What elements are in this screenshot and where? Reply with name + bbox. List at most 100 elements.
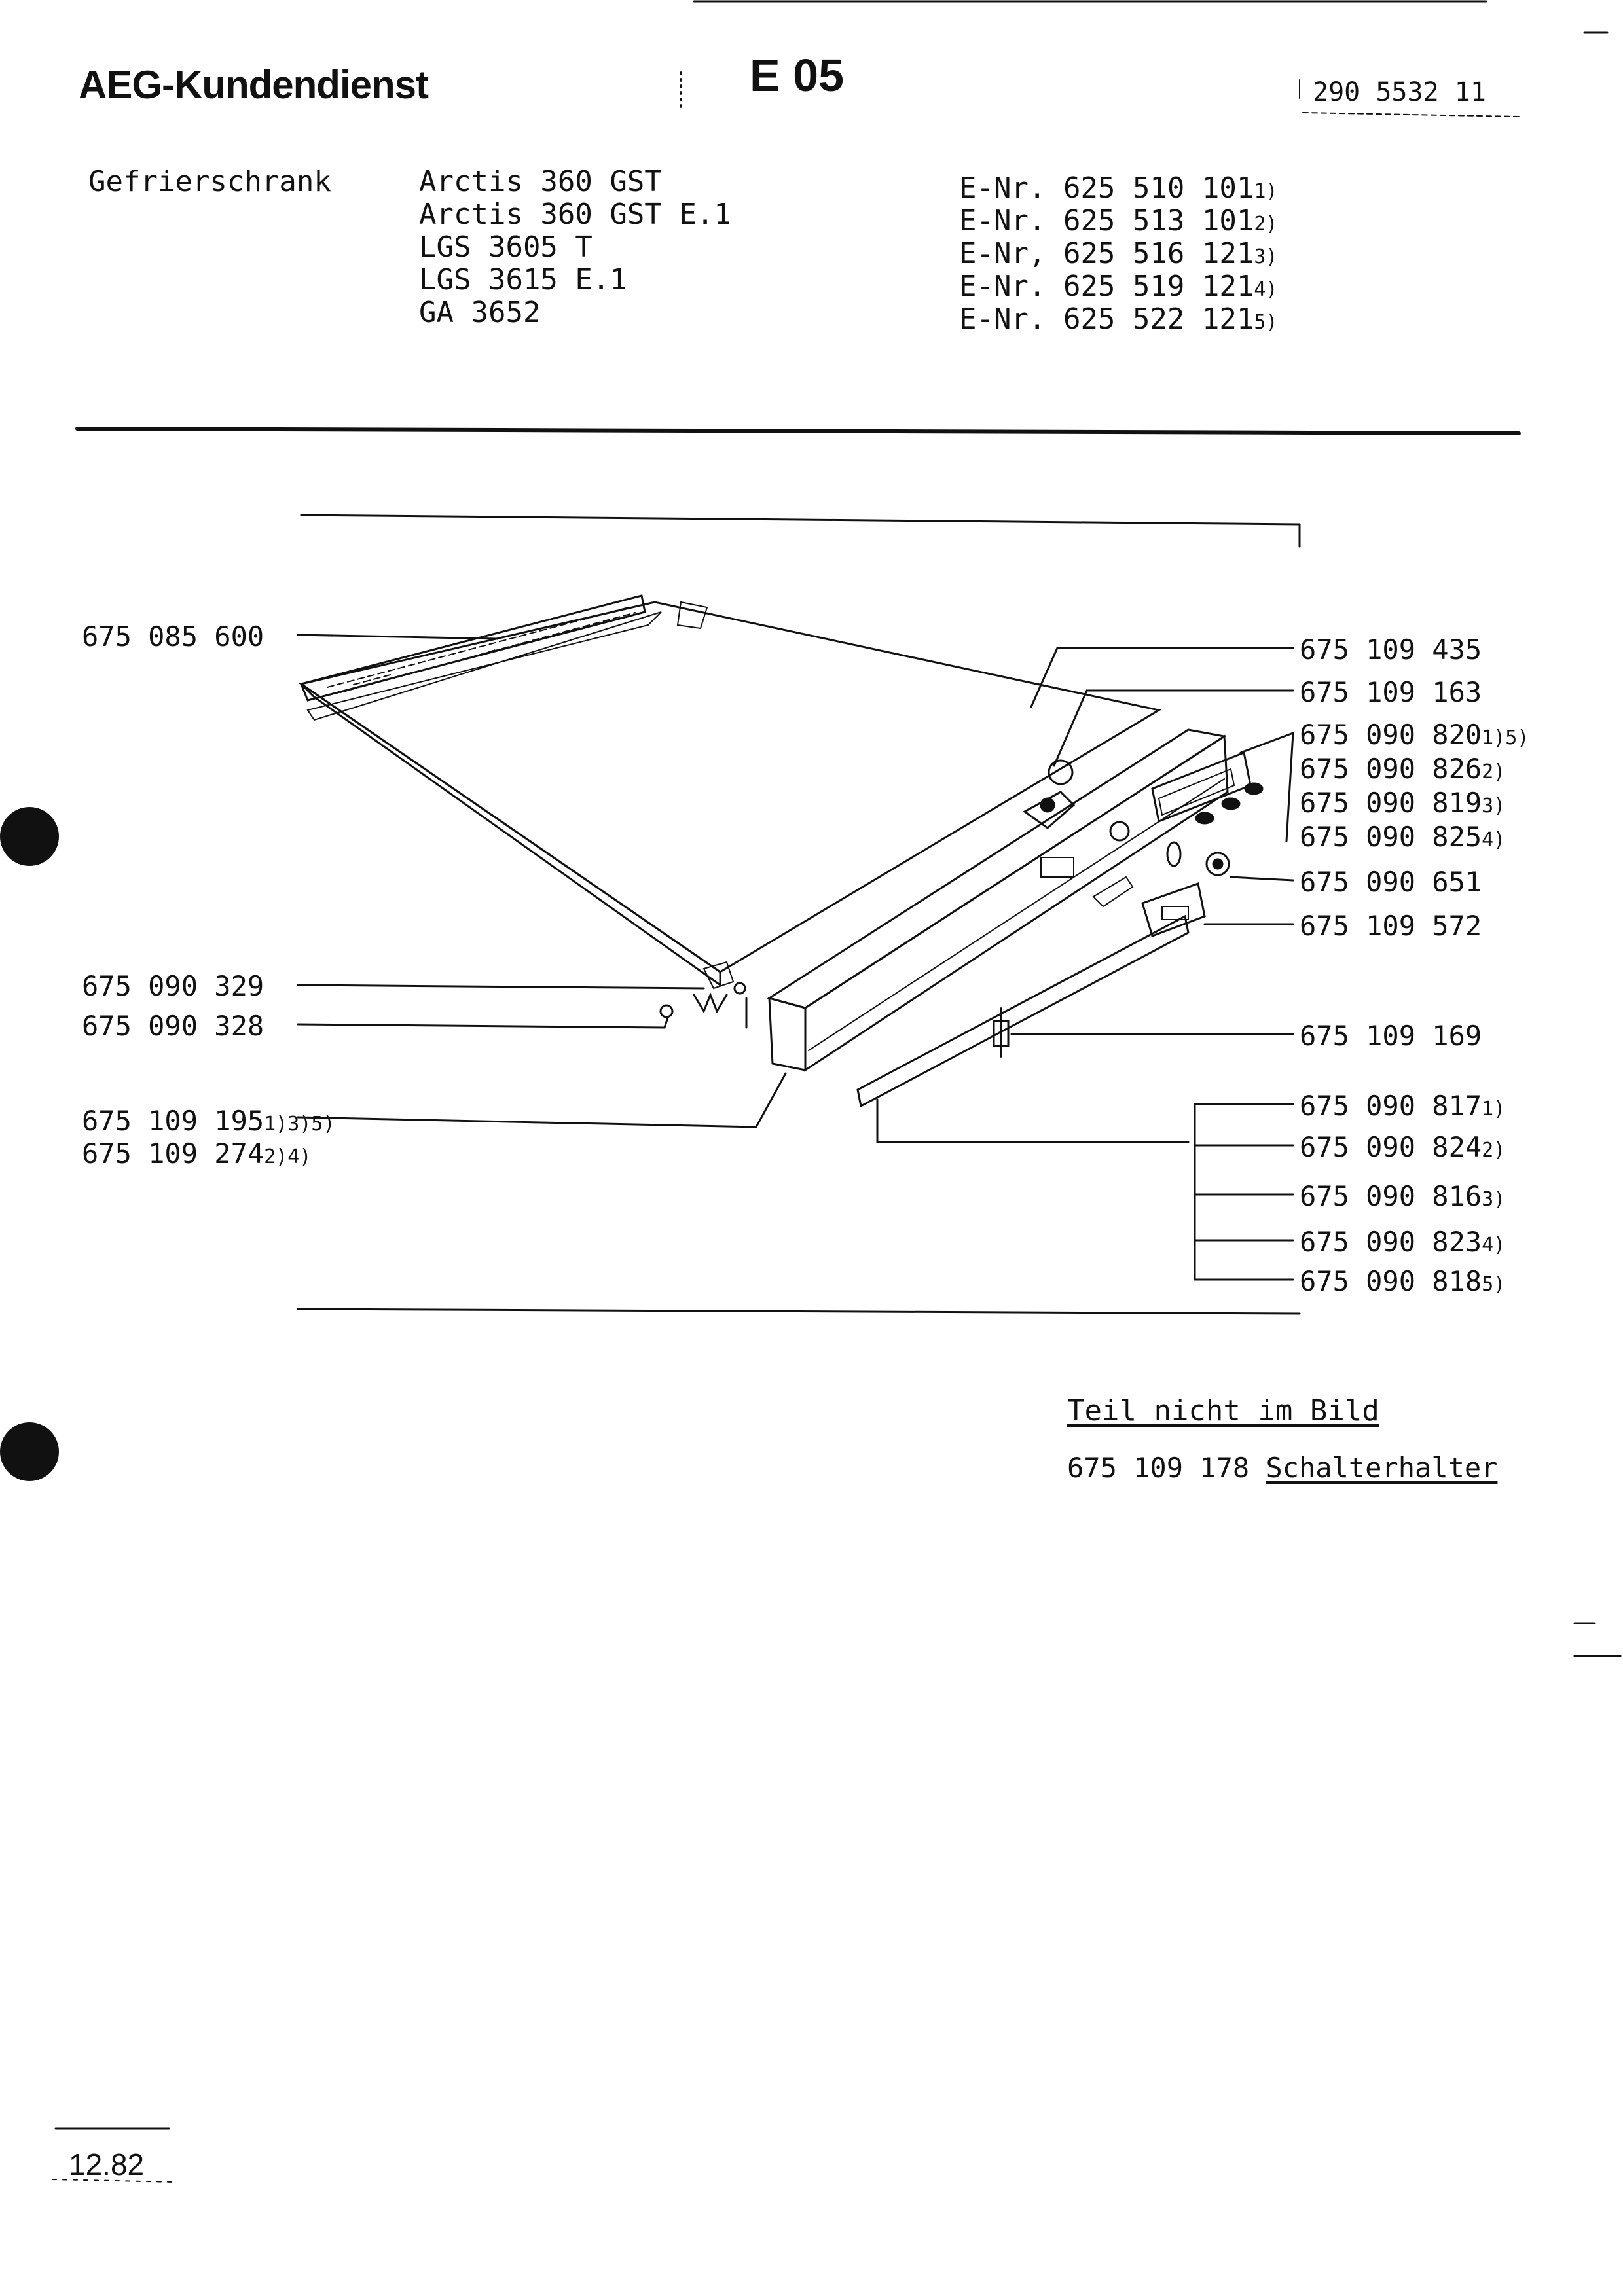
footnote-ref: 2) [1482, 1139, 1506, 1162]
rail-end-cap [676, 601, 708, 630]
diagram-top-rule [300, 514, 1301, 526]
e-number-prefix: E-Nr, [959, 237, 1046, 270]
e-number-prefix: E-Nr. [959, 171, 1046, 205]
leader-line [1285, 732, 1294, 842]
thermostat-knob [1048, 759, 1074, 785]
part-number: 675 090 823 [1300, 1226, 1482, 1258]
part-number: 675 090 826 [1300, 753, 1482, 785]
part-number: 675 090 328 [82, 1010, 264, 1042]
control-knob [1205, 852, 1230, 876]
document-number: 290 5532 11 [1313, 77, 1486, 107]
footnote-ref: 3) [1482, 1188, 1506, 1211]
part-label: 675 090 651 [1300, 866, 1482, 898]
part-number: 675 109 274 [82, 1138, 264, 1170]
part-label: 675 090 328 [82, 1010, 264, 1042]
part-label: 675 109 435 [1300, 634, 1482, 666]
lid-edge [300, 683, 721, 987]
indicator-lamp [1244, 782, 1264, 795]
footnote-ref: 5) [1482, 1273, 1506, 1296]
rear-rail [299, 594, 646, 702]
lid-plate [299, 601, 1162, 973]
footnote-ref: 2) [1482, 761, 1506, 783]
model-item: GA 3652 [419, 296, 541, 329]
housing-window [1040, 857, 1074, 878]
brand-title: AEG-Kundendienst [79, 63, 429, 107]
part-number: 675 090 820 [1300, 719, 1482, 751]
housing-front [804, 734, 1229, 1072]
e-number-value: 625 522 121 [1063, 302, 1254, 336]
section-code: E 05 [750, 50, 844, 101]
part-label: 675 109 572 [1300, 910, 1482, 942]
punch-hole [0, 807, 59, 866]
indicator-lamp [1195, 812, 1214, 825]
footnote-ref: 3) [1254, 245, 1278, 268]
leader-line [1239, 732, 1294, 754]
rear-rail-inner [306, 611, 662, 721]
model-item: LGS 3605 T [419, 230, 593, 264]
housing-top [767, 728, 1227, 1009]
part-number: 675 090 818 [1300, 1265, 1482, 1297]
footnote-ref: 4) [1254, 278, 1278, 301]
e-number-row: E-Nr. 625 522 1215) [959, 302, 1277, 336]
e-number-prefix: E-Nr. [959, 302, 1046, 336]
e-number-value: 625 513 101 [1063, 204, 1254, 238]
e-number-value: 625 516 121 [1063, 237, 1254, 270]
e-number-row: E-Nr. 625 513 1012) [959, 204, 1277, 238]
punch-hole [0, 1422, 59, 1481]
not-shown-item: 675 109 178 Schalterhalter [1067, 1452, 1497, 1484]
e-number-row: E-Nr, 625 516 1213) [959, 237, 1277, 270]
hinge-plate [702, 961, 735, 990]
part-number: 675 090 817 [1300, 1090, 1482, 1122]
part-label: 675 090 329 [82, 970, 264, 1002]
hinge-pin [733, 982, 746, 995]
knob-washer [1166, 841, 1182, 867]
footnote-ref: 1) [1482, 1098, 1506, 1121]
leader-line [876, 1098, 1190, 1143]
model-item: LGS 3615 E.1 [419, 263, 627, 296]
footnote-ref: 2)4) [264, 1145, 312, 1168]
leader-line [297, 634, 499, 640]
part-number: 675 109 572 [1300, 910, 1482, 942]
indicator-lamp [1221, 797, 1241, 810]
part-label: 675 090 8193) [1300, 787, 1505, 819]
part-number: 675 109 178 [1067, 1452, 1250, 1484]
diagram-bottom-rule [297, 1308, 1301, 1315]
cover-strip [856, 914, 1190, 1108]
part-number: 675 109 435 [1300, 634, 1482, 666]
part-label: 675 090 8262) [1300, 753, 1505, 785]
rail-hatching [327, 607, 636, 693]
footnote-ref: 1) [1254, 180, 1278, 203]
hinge-screw [659, 1004, 674, 1018]
footnote-ref: 1)3)5) [264, 1113, 335, 1136]
part-label: 675 085 600 [82, 620, 264, 653]
leader-lines [297, 634, 1294, 1281]
thermostat-bulb [1040, 797, 1055, 813]
footnote-ref: 2) [1254, 213, 1278, 236]
footer-date: 12.82 [69, 2147, 145, 2181]
header-separator-rule [75, 427, 1521, 435]
housing-slot [1092, 876, 1134, 908]
doc-box-underline [1302, 112, 1520, 117]
part-name: Schalterhalter [1266, 1452, 1498, 1484]
part-label: 675 090 8185) [1300, 1265, 1505, 1297]
hinge-spring [693, 992, 728, 1014]
switch-block [1141, 882, 1206, 937]
e-number-row: E-Nr. 625 519 1214) [959, 270, 1277, 303]
part-number: 675 090 816 [1300, 1180, 1482, 1212]
part-number: 675 090 819 [1300, 787, 1482, 819]
housing-end [768, 997, 807, 1071]
leader-line [297, 1016, 669, 1029]
appliance-top-assembly [299, 594, 1264, 1108]
model-item: Arctis 360 GST [419, 165, 662, 198]
part-label: 675 109 169 [1300, 1020, 1482, 1052]
housing-hole [1109, 821, 1130, 842]
housing-rib [808, 778, 1225, 1051]
leader-line [297, 1072, 787, 1128]
part-number: 675 090 329 [82, 970, 264, 1002]
part-label: 675 090 8163) [1300, 1180, 1505, 1212]
switch-panel [1151, 751, 1252, 823]
part-number: 675 090 651 [1300, 866, 1482, 898]
part-number: 675 109 195 [82, 1105, 264, 1137]
part-label: 675 090 8201)5) [1300, 719, 1529, 751]
